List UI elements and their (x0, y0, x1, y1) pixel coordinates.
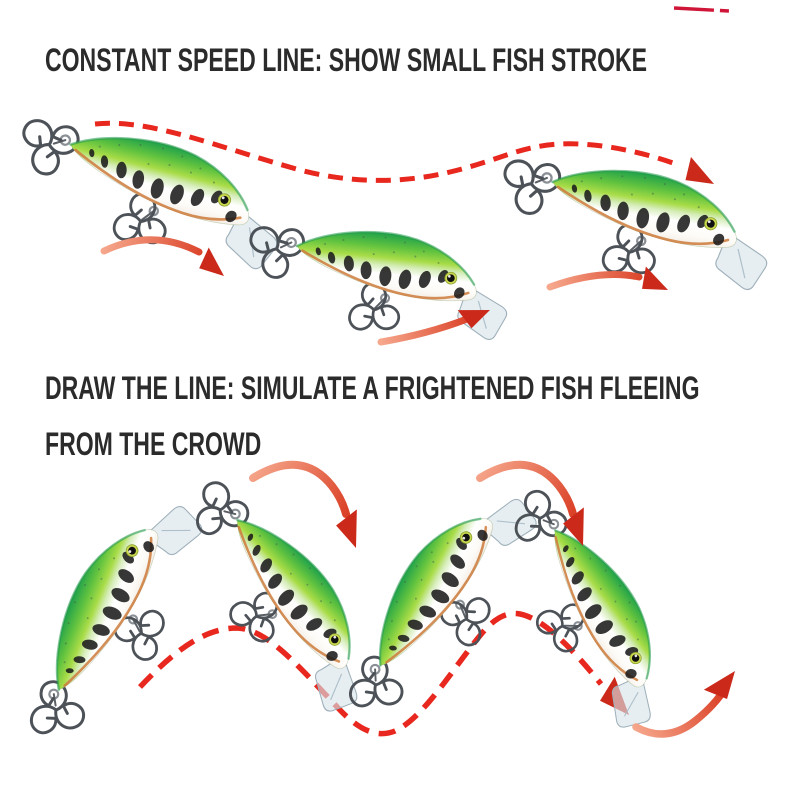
motion-arrow-icon-a (100, 236, 224, 276)
section1-heading: CONSTANT SPEED LINE: SHOW SMALL FISH STR… (45, 32, 800, 88)
section1-heading-text: CONSTANT SPEED LINE: SHOW SMALL FISH STR… (45, 42, 648, 78)
section2-diagram (12, 460, 735, 776)
fishing-lure-illustration-3 (481, 144, 779, 312)
motion-arrow-icon-c (546, 266, 668, 291)
motion-arrow-icon-b (377, 310, 490, 346)
fishing-lure-illustration-1 (0, 102, 295, 292)
motion-arrow-icon-e (476, 460, 584, 546)
section1-diagram (0, 102, 779, 361)
motion-arrow-icon-f (632, 671, 735, 738)
speed-dashed-arrowhead-icon (685, 157, 714, 184)
speed-dashed-path-icon (94, 120, 677, 183)
top-edge-dash-icon (673, 6, 730, 13)
section2-heading: DRAW THE LINE: SIMULATE A FRIGHTENED FIS… (45, 360, 800, 472)
wave-dashed-path-icon (138, 610, 604, 737)
fishing-lure-illustration-6 (331, 466, 560, 756)
fishing-lure-illustration-2 (232, 212, 514, 361)
section2-heading-line2: FROM THE CROWD (45, 426, 262, 462)
fishing-lure-illustration-4 (12, 479, 226, 775)
motion-arrow-icon-d (249, 460, 357, 548)
section2-heading-line1: DRAW THE LINE: SIMULATE A FRIGHTENED FIS… (45, 370, 700, 406)
fishing-lure-illustration-5 (135, 463, 406, 734)
